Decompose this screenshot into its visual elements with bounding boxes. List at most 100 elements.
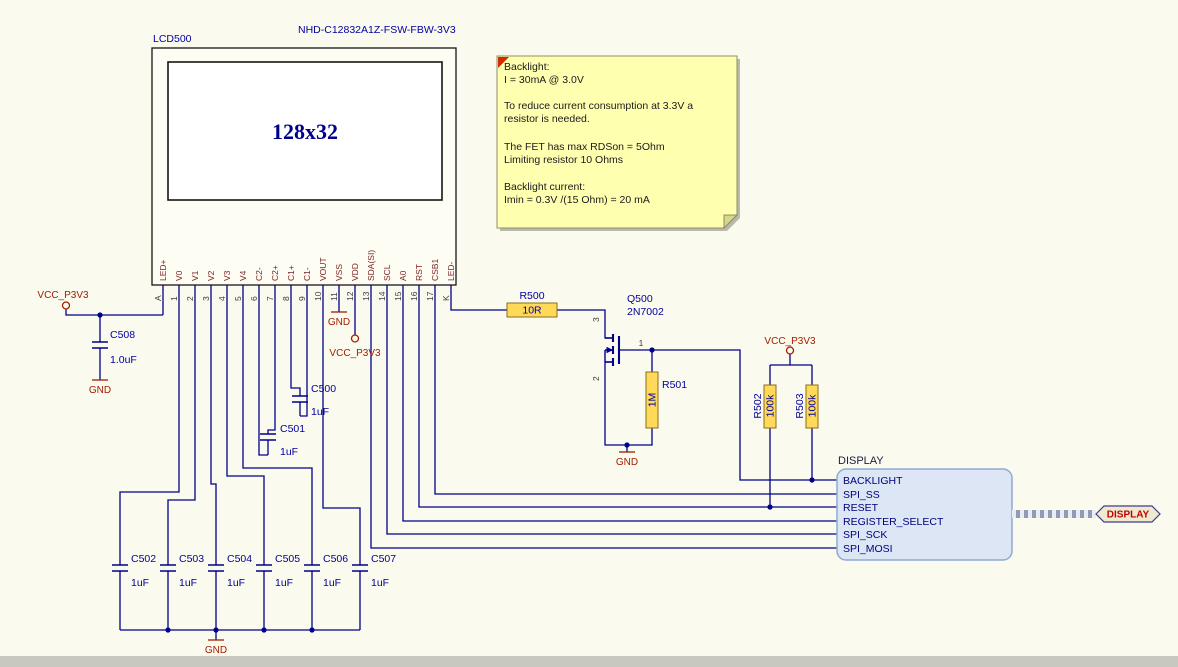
junction-dot [624, 442, 630, 448]
mosfet-designator: Q500 [627, 293, 653, 305]
pin-name: LED- [446, 261, 456, 281]
pin-name: C1- [302, 267, 312, 281]
gnd-label: GND [328, 317, 350, 328]
gnd-port-vss[interactable]: GND [328, 311, 350, 328]
harness-signal[interactable]: SPI_SS [843, 489, 880, 501]
wire-v0-c502[interactable] [119, 285, 180, 630]
harness-signal[interactable]: BACKLIGHT [843, 475, 903, 487]
wire-v3-c505[interactable] [226, 285, 265, 630]
pin-number: 2 [185, 296, 195, 301]
note-backlight[interactable]: Backlight: I = 30mA @ 3.0V To reduce cur… [496, 55, 740, 231]
capacitor-value: 1.0uF [110, 354, 137, 366]
capacitor-C502[interactable]: C502 1uF [112, 553, 156, 589]
resistor-R501[interactable]: R501 1M [645, 371, 687, 429]
capacitor-designator: C501 [280, 423, 305, 435]
power-port-vcc-vdd[interactable]: VCC_P3V3 [329, 334, 381, 359]
capacitor-designator: C507 [371, 553, 396, 565]
capacitor-value: 1uF [275, 577, 293, 589]
capacitor-plates-icon [352, 564, 368, 572]
pin-number: 15 [393, 291, 403, 301]
note-line: resistor is needed. [504, 113, 590, 125]
port-shape[interactable] [1095, 505, 1161, 523]
wire-v1-c503[interactable] [167, 285, 196, 630]
harness-signal[interactable]: SPI_MOSI [843, 543, 893, 555]
wire-vout-c507[interactable] [322, 285, 361, 630]
pin-number: 6 [249, 296, 259, 301]
harness-signal[interactable]: SPI_SCK [843, 529, 887, 541]
junction-dot [767, 504, 773, 510]
capacitor-designator: C508 [110, 329, 135, 341]
resistor-body[interactable] [645, 371, 659, 429]
vcc-circle-icon [61, 301, 71, 310]
resistor-value: 1M [647, 393, 659, 408]
note-line: To reduce current consumption at 3.3V a [504, 100, 693, 112]
pin-number: 14 [377, 291, 387, 301]
resistor-value: 100k [765, 394, 777, 418]
junction-dot [809, 477, 815, 483]
wire-register-select[interactable] [402, 285, 837, 522]
wire-spi-ss[interactable] [434, 285, 837, 495]
capacitor-plates-icon [304, 564, 320, 572]
wire-source-r501-gnd[interactable] [604, 361, 653, 452]
note-line: I = 30mA @ 3.0V [504, 74, 584, 86]
pin-name: A0 [398, 270, 408, 281]
capacitor-C507[interactable]: C507 1uF [352, 553, 396, 589]
capacitor-plates-icon [160, 564, 176, 572]
capacitor-value: 1uF [227, 577, 245, 589]
capacitor-plates-icon [256, 564, 272, 572]
wire-spi-sck[interactable] [386, 285, 837, 535]
pin-number: A [153, 295, 163, 301]
note-line: Limiting resistor 10 Ohms [504, 154, 623, 166]
lcd-designator: LCD500 [153, 33, 192, 45]
capacitor-C506[interactable]: C506 1uF [304, 553, 348, 589]
wire-v4-c506[interactable] [242, 285, 313, 630]
resistor-R503[interactable]: R503 100k [794, 384, 819, 429]
capacitor-C503[interactable]: C503 1uF [160, 553, 204, 589]
capacitor-value: 1uF [311, 406, 329, 418]
resistor-R500[interactable]: R500 10R [506, 290, 558, 318]
capacitor-C505[interactable]: C505 1uF [256, 553, 300, 589]
lcd-module[interactable]: 128x32 LCD500 NHD-C12832A1Z-FSW-FBW-3V3 … [151, 24, 457, 301]
resistor-body[interactable] [805, 384, 819, 429]
port-display[interactable]: DISPLAY [1095, 505, 1161, 523]
capacitor-C508[interactable]: C508 1.0uF [92, 329, 137, 366]
note-line: Imin = 0.3V /(15 Ohm) = 20 mA [504, 194, 650, 206]
wire-c2-flying-cap[interactable] [258, 285, 276, 456]
resistor-body[interactable] [763, 384, 777, 429]
pin-number: 10 [313, 291, 323, 301]
gnd-port-rail[interactable]: GND [205, 639, 227, 656]
pin-number: 4 [217, 296, 227, 301]
resistor-body[interactable] [506, 302, 558, 318]
mosfet-pin-gate: 1 [639, 338, 644, 348]
wire-vcc-ledplus[interactable] [65, 285, 164, 342]
harness-signal[interactable]: RESET [843, 502, 879, 514]
resistor-value: 100k [807, 394, 819, 418]
wire-vcc-r502-r503[interactable] [769, 354, 813, 385]
capacitor-plates-icon [112, 564, 128, 572]
junction-dot [261, 627, 267, 633]
capacitor-C504[interactable]: C504 1uF [208, 553, 252, 589]
mosfet-Q500[interactable]: Q500 2N7002 3 2 1 [591, 293, 664, 381]
harness-title: DISPLAY [838, 455, 884, 467]
gnd-port-c508[interactable]: GND [89, 379, 111, 396]
note-line: Backlight current: [504, 181, 585, 193]
capacitor-C500[interactable]: C500 1uF [292, 383, 336, 418]
harness-signal[interactable]: REGISTER_SELECT [843, 516, 944, 528]
junction-dots [97, 312, 815, 633]
wire-c1-flying-cap[interactable] [290, 285, 308, 417]
mosfet-arrow-icon [606, 346, 613, 354]
power-port-vcc-left[interactable]: VCC_P3V3 [37, 290, 89, 310]
wire-gnd-rail[interactable] [120, 629, 360, 640]
capacitor-plates-icon [260, 433, 276, 441]
resistor-R502[interactable]: R502 100k [752, 384, 777, 429]
gnd-port-fet[interactable]: GND [616, 451, 638, 468]
capacitor-C501[interactable]: C501 1uF [260, 423, 305, 458]
harness-display[interactable]: DISPLAY BACKLIGHT SPI_SS RESET REGISTER_… [836, 455, 1013, 561]
resistor-designator: R502 [752, 393, 764, 418]
capacitor-designator: C504 [227, 553, 252, 565]
pin-number: K [441, 295, 451, 301]
pin-number: 12 [345, 291, 355, 301]
power-port-vcc-right[interactable]: VCC_P3V3 [764, 336, 816, 355]
wire-spi-mosi[interactable] [370, 285, 837, 549]
wire-v2-c504[interactable] [210, 285, 217, 630]
